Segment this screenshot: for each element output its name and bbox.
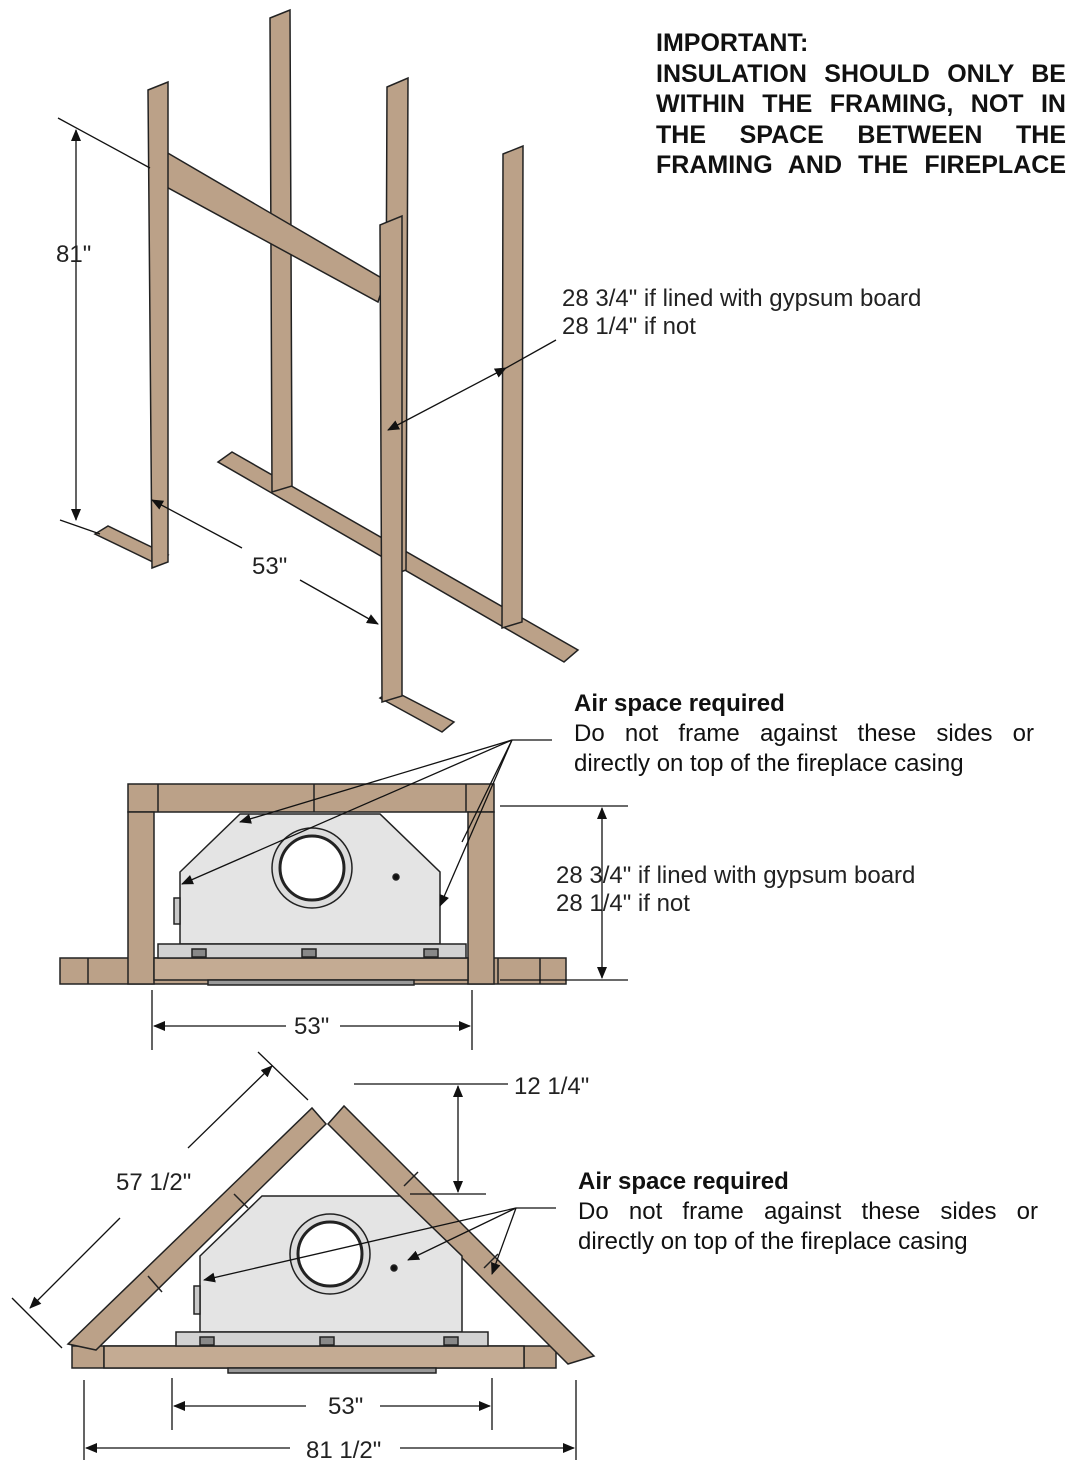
frame-depth-line2: 28 1/4" if not — [562, 313, 696, 340]
left-stud — [147, 80, 169, 570]
width-dimension-line-b — [299, 579, 379, 625]
straight-air-desc: Do not frame against these sides or dire… — [574, 720, 1034, 777]
straight-depth-line1: 28 3/4" if lined with gypsum board — [556, 862, 915, 889]
frame-width-label: 53" — [252, 553, 287, 580]
important-heading: IMPORTANT: — [656, 29, 809, 57]
important-note: IMPORTANT: INSULATION SHOULD ONLY BE WIT… — [656, 28, 1066, 181]
top-cross-bar — [149, 151, 386, 304]
front-bar — [153, 957, 469, 981]
corner-air-title: Air space required — [578, 1168, 789, 1195]
straight-annotation-lines — [151, 739, 628, 1050]
frame-dimensions — [57, 117, 557, 625]
left-side-stud — [127, 811, 155, 985]
straight-air-space-note: Air space required Do not frame against … — [574, 689, 1034, 779]
corner-plan-view — [66, 1104, 596, 1374]
frame-depth-line1: 28 3/4" if lined with gypsum board — [562, 285, 921, 312]
corner-air-space-note: Air space required Do not frame against … — [578, 1167, 1038, 1257]
width-dimension-line-a — [151, 499, 243, 549]
corner-inner-width-label: 53" — [328, 1393, 363, 1420]
frame-height-label: 81" — [56, 241, 91, 268]
top-header — [127, 783, 495, 813]
corner-top-label: 12 1/4" — [514, 1073, 589, 1100]
corner-air-desc: Do not frame against these sides or dire… — [578, 1198, 1038, 1255]
straight-depth-line2: 28 1/4" if not — [556, 890, 690, 917]
back-stud-1 — [269, 8, 293, 494]
corner-side-label: 57 1/2" — [116, 1169, 191, 1196]
frame-3d-view — [93, 8, 580, 733]
important-body: INSULATION SHOULD ONLY BE WITHIN THE FRA… — [656, 59, 1066, 180]
corner-front-bar — [103, 1345, 525, 1369]
straight-plan-view — [59, 783, 567, 986]
front-stud — [379, 214, 403, 704]
depth-dimension-line — [387, 367, 507, 431]
corner-outer-width-label: 81 1/2" — [306, 1437, 381, 1464]
right-side-stud — [467, 811, 495, 985]
corner-annotation-lines — [11, 1051, 577, 1460]
back-stud-3 — [501, 144, 524, 630]
straight-air-title: Air space required — [574, 690, 785, 717]
corner-left-wall — [66, 1106, 328, 1351]
straight-width-label: 53" — [294, 1013, 329, 1040]
